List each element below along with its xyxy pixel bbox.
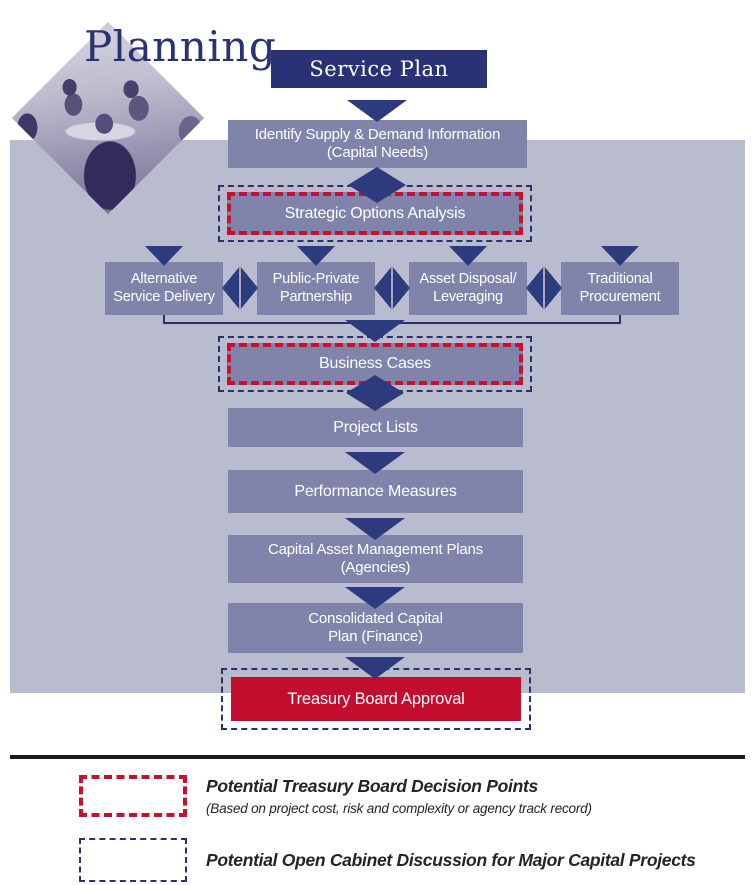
treasury-board-approval-box: Treasury Board Approval xyxy=(231,677,521,721)
arrow-down-icon xyxy=(449,246,487,266)
option-line: Alternative xyxy=(130,270,198,287)
arrow-down-icon xyxy=(345,518,405,540)
option-line: Leveraging xyxy=(433,288,503,305)
legend-red-subtitle: (Based on project cost, risk and complex… xyxy=(206,801,592,816)
arrow-down-icon xyxy=(345,657,405,679)
option-box-asset-disposal-leveraging: Asset Disposal/ Leveraging xyxy=(409,262,527,315)
arrow-down-icon xyxy=(601,246,639,266)
option-line: Partnership xyxy=(280,288,352,305)
treasury-approval-cabinet-outline: Treasury Board Approval xyxy=(221,668,531,730)
option-box-public-private-partnership: Public-Private Partnership xyxy=(257,262,375,315)
capital-asset-line2: (Agencies) xyxy=(340,559,411,576)
arrow-down-icon xyxy=(297,246,335,266)
legend-red-dashed-swatch xyxy=(79,775,187,817)
consolidated-line1: Consolidated Capital xyxy=(308,609,443,627)
option-box-traditional-procurement: Traditional Procurement xyxy=(561,262,679,315)
option-line: Public-Private xyxy=(272,270,360,287)
option-line: Traditional xyxy=(587,270,653,287)
arrow-down-icon xyxy=(345,320,405,342)
connector-line xyxy=(619,315,621,324)
identify-line2: (Capital Needs) xyxy=(326,144,429,161)
service-plan-box: Service Plan xyxy=(271,50,487,88)
legend-blue-dashed-swatch xyxy=(79,838,187,882)
consolidated-line2: Plan (Finance) xyxy=(328,628,423,645)
performance-measures-box: Performance Measures xyxy=(228,470,523,513)
arrow-down-icon xyxy=(345,587,405,609)
legend-red-title: Potential Treasury Board Decision Points xyxy=(206,776,538,796)
option-line: Procurement xyxy=(579,288,661,305)
arrow-down-icon xyxy=(347,100,407,122)
connector-line xyxy=(163,315,165,324)
consolidated-plan-box: Consolidated Capital Plan (Finance) xyxy=(228,603,523,653)
legend-divider xyxy=(10,755,745,759)
project-lists-box: Project Lists xyxy=(228,408,523,447)
identify-supply-demand-box: Identify Supply & Demand Information (Ca… xyxy=(228,120,527,168)
identify-line1: Identify Supply & Demand Information xyxy=(254,125,501,143)
option-line: Asset Disposal/ xyxy=(419,270,517,287)
arrow-down-icon xyxy=(145,246,183,266)
legend-blue-title: Potential Open Cabinet Discussion for Ma… xyxy=(206,850,696,870)
capital-asset-plans-box: Capital Asset Management Plans (Agencies… xyxy=(228,535,523,583)
option-box-alternative-service-delivery: Alternative Service Delivery xyxy=(105,262,223,315)
page-title: Planning xyxy=(84,22,277,71)
arrow-down-icon xyxy=(345,452,405,474)
capital-asset-line1: Capital Asset Management Plans xyxy=(268,540,483,558)
option-line: Service Delivery xyxy=(113,288,215,305)
